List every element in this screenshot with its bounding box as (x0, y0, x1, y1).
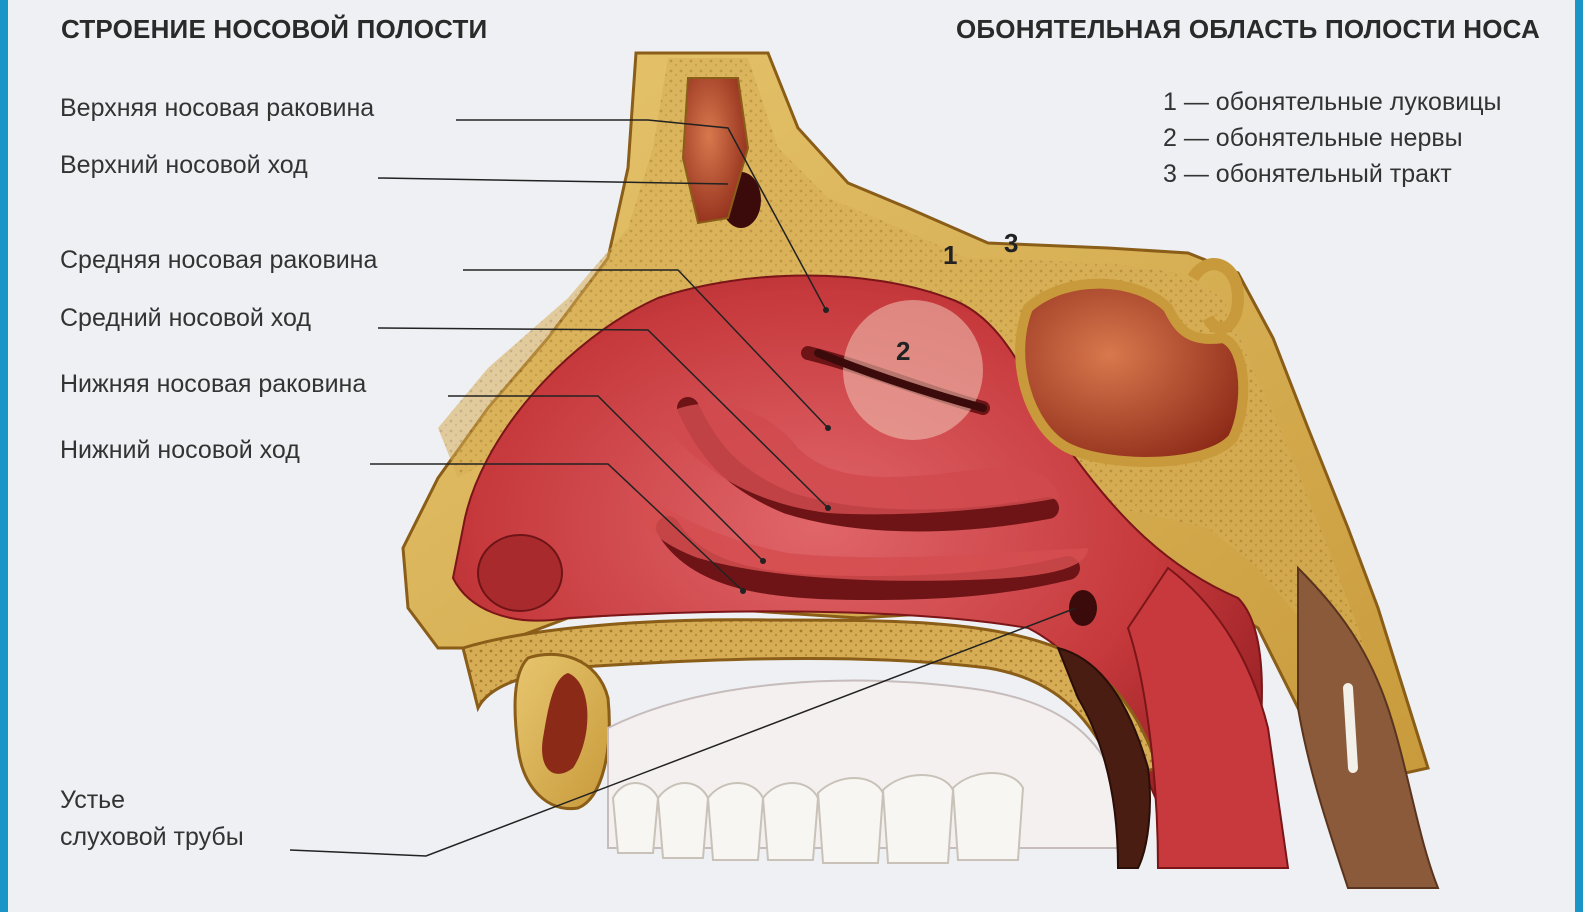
marker-2: 2 (896, 336, 910, 367)
right-title: ОБОНЯТЕЛЬНАЯ ОБЛАСТЬ ПОЛОСТИ НОСА (956, 14, 1540, 45)
diagram-panel: СТРОЕНИЕ НОСОВОЙ ПОЛОСТИ ОБОНЯТЕЛЬНАЯ ОБ… (8, 8, 1575, 912)
label-middle-turbinate: Средняя носовая раковина (60, 246, 377, 275)
label-inferior-meatus: Нижний носовой ход (60, 436, 300, 465)
nasal-vestibule (478, 535, 562, 611)
cervical-canal (1348, 688, 1353, 768)
label-middle-meatus: Средний носовой ход (60, 304, 311, 333)
legend-item-2: 2 — обонятельные нервы (1163, 124, 1463, 153)
label-tube-line1: Устье (60, 786, 125, 815)
label-tube-line2: слуховой трубы (60, 823, 244, 852)
marker-1: 1 (943, 240, 957, 271)
marker-3: 3 (1004, 228, 1018, 259)
left-title: СТРОЕНИЕ НОСОВОЙ ПОЛОСТИ (61, 14, 487, 45)
legend-item-1: 1 — обонятельные луковицы (1163, 88, 1502, 117)
auditory-tube-opening (1069, 590, 1097, 626)
label-superior-turbinate: Верхняя носовая раковина (60, 94, 374, 123)
legend-item-3: 3 — обонятельный тракт (1163, 160, 1452, 189)
label-inferior-turbinate: Нижняя носовая раковина (60, 370, 366, 399)
label-superior-meatus: Верхний носовой ход (60, 151, 308, 180)
